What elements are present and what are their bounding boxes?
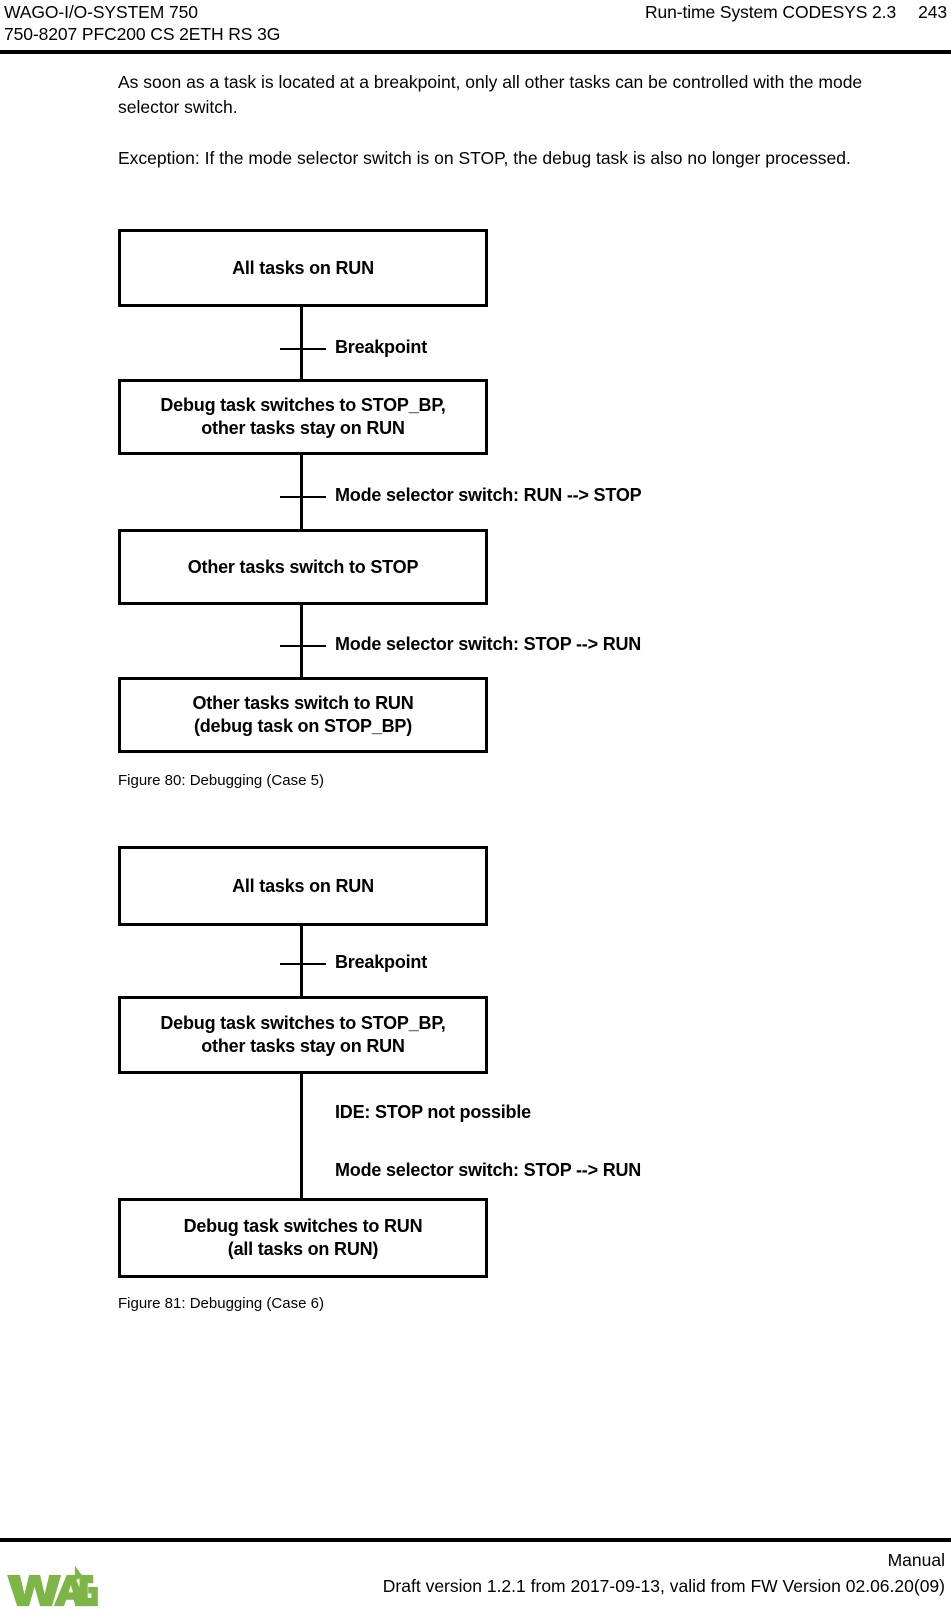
edge-label-mode-run-to-stop: Mode selector switch: RUN --> STOP [335, 485, 642, 505]
connector-2 [300, 1072, 303, 1202]
node-label-line-2: other tasks stay on RUN [201, 418, 405, 438]
node-label: All tasks on RUN [232, 257, 374, 278]
flowchart-debugging-case-5: All tasks on RUN Breakpoint Debug task s… [0, 225, 951, 770]
header-right-group: Run-time System CODESYS 2.3 243 [645, 2, 947, 23]
header-divider-rule [0, 50, 951, 54]
edge-label-breakpoint: Breakpoint [335, 952, 428, 972]
node-label-line-1: Debug task switches to RUN [183, 1216, 423, 1236]
node-debug-task-stop-bp: Debug task switches to STOP_BP, other ta… [118, 379, 488, 455]
node-all-tasks-on-run: All tasks on RUN [118, 846, 488, 926]
edge-label-mode-stop-to-run: Mode selector switch: STOP --> RUN [335, 634, 642, 654]
node-other-tasks-run: Other tasks switch to RUN (debug task on… [118, 677, 488, 753]
edge-tick-3 [280, 645, 326, 647]
node-label-line-1: Debug task switches to STOP_BP, [160, 1013, 446, 1033]
paragraph-exception-stop: Exception: If the mode selector switch i… [118, 148, 851, 168]
node-label-line-1: Other tasks switch to RUN [192, 693, 414, 713]
edge-label-ide-stop-not-possible: IDE: STOP not possible [335, 1102, 531, 1122]
connector-3 [300, 603, 303, 681]
page-number: 243 [918, 2, 947, 22]
node-debug-task-stop-bp: Debug task switches to STOP_BP, other ta… [118, 996, 488, 1074]
footer-manual-label: Manual [887, 1550, 945, 1570]
flowchart-debugging-case-6: All tasks on RUN Breakpoint Debug task s… [0, 840, 951, 1280]
paragraph-breakpoint-control: As soon as a task is located at a breakp… [118, 72, 863, 117]
header-product-line-1: WAGO-I/O-SYSTEM 750 [4, 2, 198, 22]
header-section-title: Run-time System CODESYS 2.3 [644, 2, 897, 22]
figure-caption-80: Figure 80: Debugging (Case 5) [118, 772, 324, 789]
page-footer: Manual Draft version 1.2.1 from 2017-09-… [0, 1542, 951, 1618]
edge-tick-1 [280, 963, 326, 965]
connector-1 [300, 305, 303, 383]
node-other-tasks-stop: Other tasks switch to STOP [118, 529, 488, 605]
connector-1 [300, 924, 303, 1000]
node-debug-task-run: Debug task switches to RUN (all tasks on… [118, 1198, 488, 1278]
node-all-tasks-on-run: All tasks on RUN [118, 229, 488, 307]
page-header: WAGO-I/O-SYSTEM 750 750-8207 PFC200 CS 2… [0, 0, 951, 52]
edge-label-breakpoint: Breakpoint [335, 337, 428, 357]
node-label: Other tasks switch to STOP [187, 556, 419, 577]
node-label: All tasks on RUN [232, 875, 374, 896]
node-label-line-2: other tasks stay on RUN [201, 1036, 405, 1056]
footer-divider-rule [0, 1538, 951, 1542]
wago-logo-icon [6, 1564, 98, 1608]
edge-tick-2 [280, 496, 326, 498]
footer-draft-version: Draft version 1.2.1 from 2017-09-13, val… [382, 1576, 945, 1596]
node-label-line-2: (all tasks on RUN) [227, 1239, 379, 1259]
edge-tick-1 [280, 348, 326, 350]
figure-caption-81: Figure 81: Debugging (Case 6) [118, 1295, 324, 1312]
header-product-line-2: 750-8207 PFC200 CS 2ETH RS 3G [4, 24, 281, 44]
edge-label-mode-stop-to-run: Mode selector switch: STOP --> RUN [335, 1160, 642, 1180]
node-label-line-1: Debug task switches to STOP_BP, [160, 395, 446, 415]
node-label-line-2: (debug task on STOP_BP) [193, 716, 413, 736]
connector-2 [300, 453, 303, 533]
